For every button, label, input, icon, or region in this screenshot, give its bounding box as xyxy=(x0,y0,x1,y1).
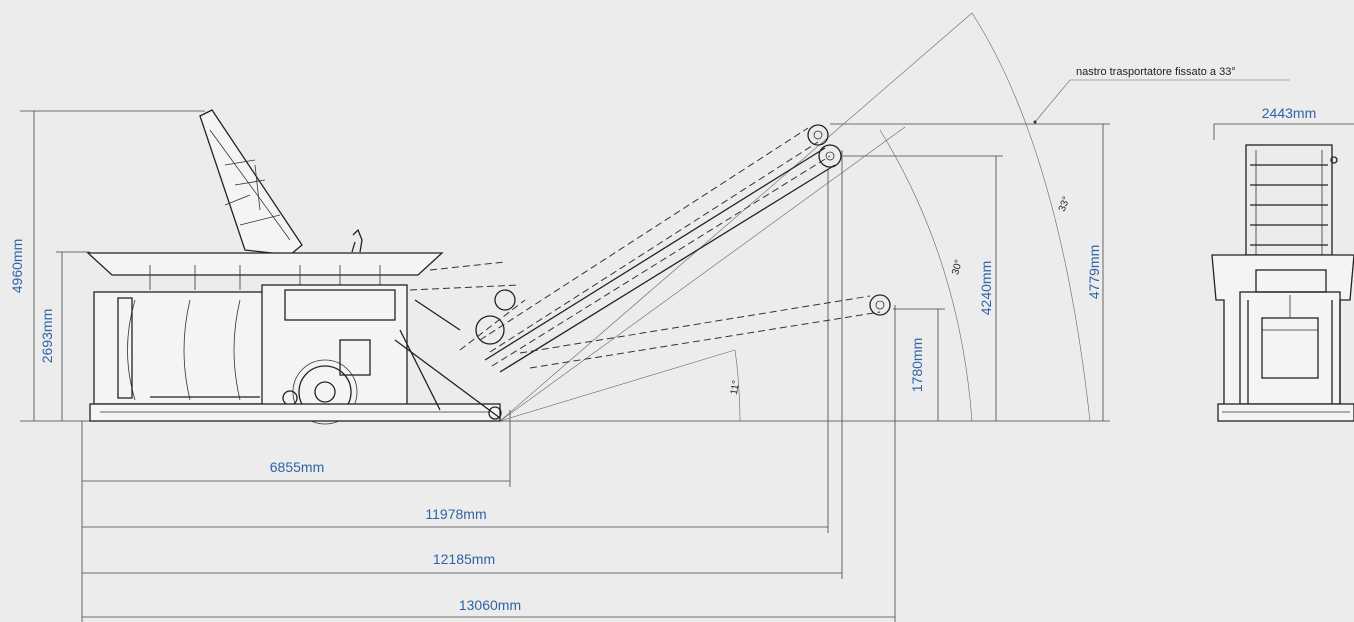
dim-length-12185 xyxy=(82,150,843,579)
dim-length-11978 xyxy=(82,170,829,533)
dim-length-12185-label: 12185mm xyxy=(433,551,495,567)
conveyor-11deg xyxy=(519,294,891,369)
dim-hopper-height xyxy=(56,251,90,421)
machine-side-view xyxy=(86,109,526,425)
angle-30-label: 30° xyxy=(950,259,965,276)
dim-height-4240 xyxy=(843,155,1003,421)
dim-length-11978-label: 11978mm xyxy=(425,506,486,522)
conveyor-33deg xyxy=(479,124,829,353)
dim-hopper-height-label: 2693mm xyxy=(39,309,55,363)
dim-total-height xyxy=(20,110,205,421)
angle-construction xyxy=(499,12,1091,422)
arc-11 xyxy=(734,349,741,422)
note-leader xyxy=(1033,79,1290,124)
dim-width-2443 xyxy=(1213,123,1354,140)
dim-height-1780-label: 1780mm xyxy=(909,338,925,392)
arc-30 xyxy=(879,129,973,422)
dim-length-13060 xyxy=(82,305,896,622)
dim-height-4779 xyxy=(830,123,1110,421)
arc-33 xyxy=(971,12,1091,422)
angle-33-label: 33° xyxy=(1057,195,1073,213)
dim-length-6855-label: 6855mm xyxy=(270,459,324,475)
conveyor-30deg xyxy=(484,144,842,373)
dim-width-2443-label: 2443mm xyxy=(1262,105,1316,121)
angle-11-label: 11° xyxy=(729,380,742,396)
dim-height-1780 xyxy=(893,308,945,421)
dim-height-4240-label: 4240mm xyxy=(978,261,994,315)
dim-length-6855 xyxy=(82,410,511,487)
machine-front-view xyxy=(1211,144,1354,422)
conveyor-note: nastro trasportatore fissato a 33° xyxy=(1076,66,1236,78)
dim-total-height-label: 4960mm xyxy=(9,239,25,293)
dim-length-13060-label: 13060mm xyxy=(459,597,521,613)
dim-height-4779-label: 4779mm xyxy=(1086,245,1102,299)
